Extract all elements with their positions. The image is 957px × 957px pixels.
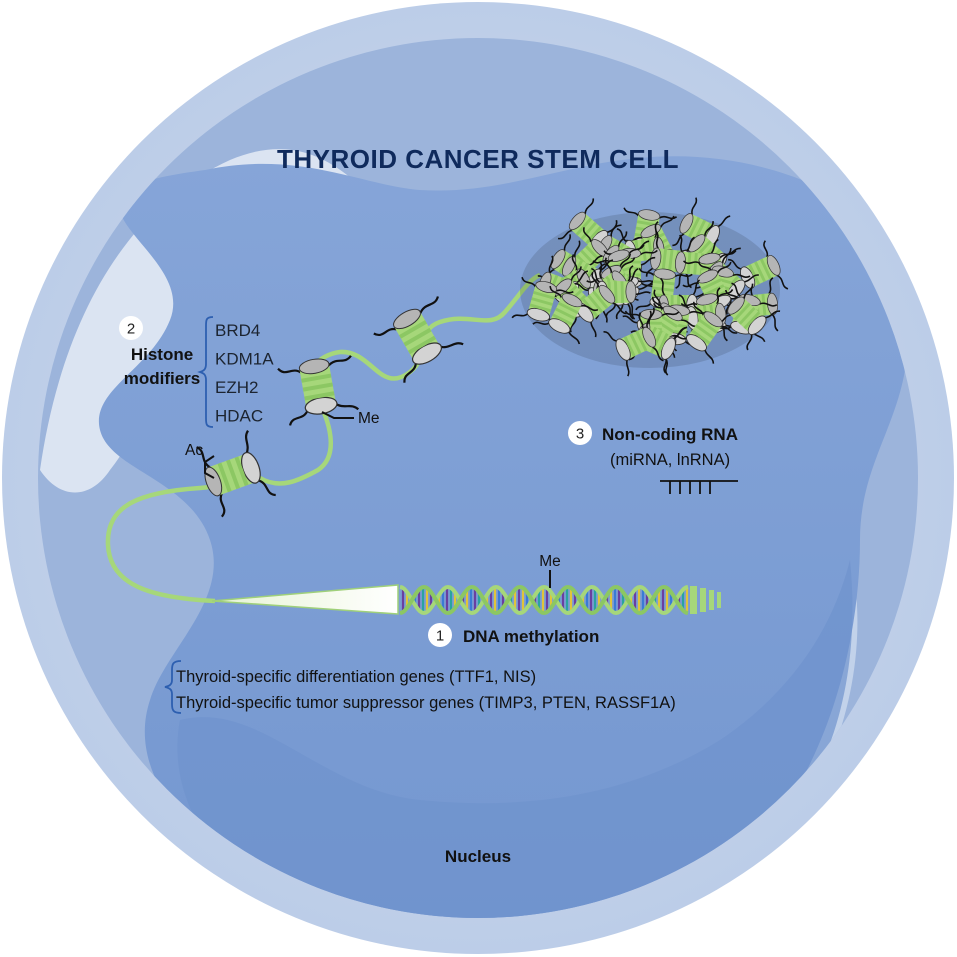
step-2-number: 2 (127, 321, 135, 338)
methyl-histone-mark: Me (321, 410, 380, 427)
nucleus-shadow (177, 560, 853, 918)
histone-modifier-item: HDAC (215, 407, 263, 426)
methyl-dna-label: Me (539, 553, 561, 570)
diagram-title: THYROID CANCER STEM CELL (277, 144, 679, 174)
nucleosome (670, 301, 738, 364)
rna-strand-icon (660, 480, 738, 494)
compact-chromatin (511, 197, 789, 377)
gene-list-line-1: Thyroid-specific differentiation genes (… (176, 668, 536, 686)
step-3-number: 3 (576, 426, 584, 443)
nucleosome (603, 312, 664, 377)
step-1-number: 1 (436, 628, 444, 645)
genes-bracket (164, 660, 182, 714)
histone-bracket (197, 316, 214, 428)
nucleosome (373, 296, 464, 383)
dna-methylation-label: DNA methylation (463, 627, 599, 646)
dna-taper (211, 584, 399, 615)
methyl-histone-label: Me (358, 410, 380, 427)
ncrna-label: Non-coding RNA (602, 425, 738, 444)
histone-modifier-item: BRD4 (215, 321, 260, 340)
ncrna-block: 3 Non-coding RNA (miRNA, lnRNA) (568, 421, 738, 494)
dna-end-blocks (690, 586, 721, 614)
acetyl-label: Ac (185, 442, 203, 459)
nucleosome (728, 240, 789, 305)
histone-label-line2: modifiers (124, 369, 201, 388)
nucleus-label: Nucleus (445, 847, 511, 866)
gene-list-line-2: Thyroid-specific tumor suppressor genes … (176, 694, 676, 712)
nucleosome (532, 285, 599, 345)
dna-methylation-block: 1 DNA methylation Thyroid-specific diffe… (164, 623, 676, 714)
ncrna-sub: (miRNA, lnRNA) (610, 451, 730, 469)
dna-strand-b (399, 584, 689, 616)
nucleosomes (196, 296, 464, 518)
acetyl-mark: Ac (185, 442, 215, 479)
step-3-badge (568, 421, 592, 445)
nucleosome (196, 429, 276, 518)
dna-strand-a (399, 584, 689, 616)
dna-molecule: Me (211, 553, 721, 616)
histone-label-line1: Histone (131, 345, 193, 364)
nucleosome (716, 283, 781, 351)
nucleosome (277, 355, 360, 426)
step-2-badge (119, 316, 143, 340)
histone-modifier-item: EZH2 (215, 378, 258, 397)
step-1-badge (428, 623, 452, 647)
histone-modifier-item: KDM1A (215, 350, 274, 369)
